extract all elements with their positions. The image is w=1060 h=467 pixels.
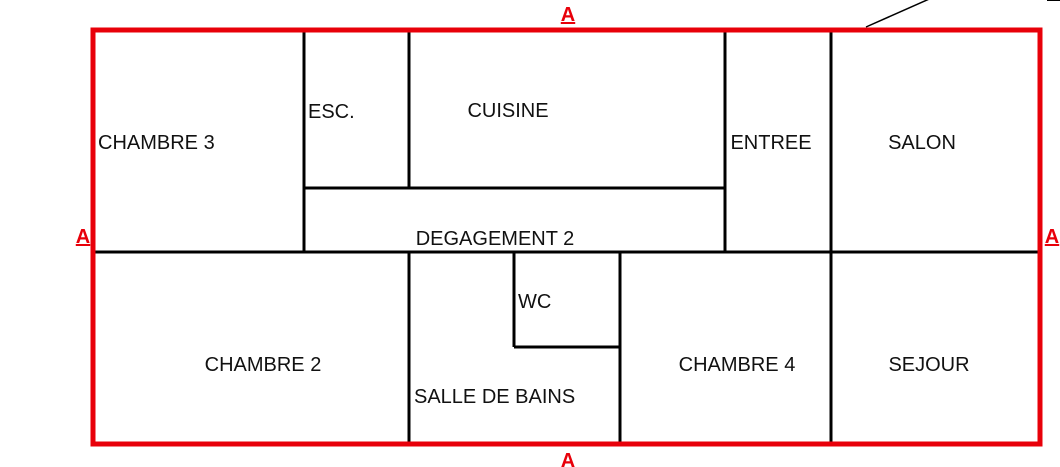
room-label-entree: ENTREE — [730, 132, 811, 154]
room-label-chambre-2: CHAMBRE 2 — [205, 354, 322, 376]
room-label-chambre-4: CHAMBRE 4 — [679, 354, 796, 376]
section-marker-top: A — [561, 4, 575, 26]
room-label-salle-de-bains: SALLE DE BAINS — [414, 386, 575, 408]
leader-line — [865, 0, 929, 28]
room-label-cuisine: CUISINE — [467, 100, 548, 122]
room-label-sejour: SEJOUR — [888, 354, 969, 376]
room-label-salon: SALON — [888, 132, 956, 154]
room-label-wc: WC — [518, 291, 551, 313]
outer-outline — [90, 27, 1043, 447]
section-marker-left: A — [76, 226, 90, 248]
room-label-esc: ESC. — [308, 101, 355, 123]
room-label-chambre-3: CHAMBRE 3 — [98, 132, 215, 154]
section-marker-bottom: A — [561, 450, 575, 467]
section-marker-right: A — [1045, 226, 1059, 248]
interior-walls — [93, 30, 1040, 444]
room-label-degagement-2: DEGAGEMENT 2 — [416, 228, 575, 250]
